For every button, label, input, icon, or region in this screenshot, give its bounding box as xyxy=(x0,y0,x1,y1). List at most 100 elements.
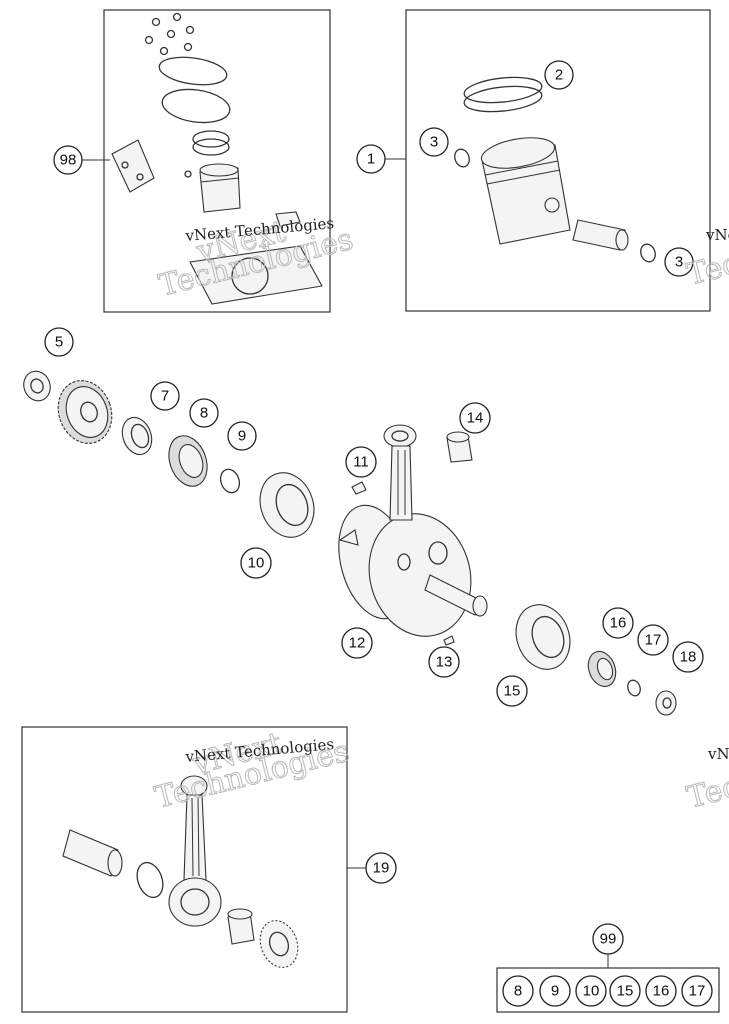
svg-text:8: 8 xyxy=(514,983,522,1000)
callout-8[interactable]: 8 xyxy=(189,398,219,428)
svg-text:vNe: vNe xyxy=(705,226,729,244)
watermark-bottom: vNext Technologies vNext Technologies xyxy=(151,726,353,817)
svg-text:19: 19 xyxy=(373,860,390,877)
rod-pin xyxy=(62,829,123,877)
callout-98[interactable]: 98 xyxy=(53,145,83,175)
thrust-washer-b xyxy=(259,920,299,968)
svg-text:14: 14 xyxy=(467,410,484,427)
piston-ring-a xyxy=(463,76,543,104)
needle-bearing-14 xyxy=(446,431,473,463)
callout-5[interactable]: 5 xyxy=(44,327,74,357)
svg-text:16: 16 xyxy=(653,983,670,1000)
svg-text:vNe: vNe xyxy=(707,745,729,763)
callout-3-right[interactable]: 3 xyxy=(664,247,694,277)
thrust-washer-a xyxy=(136,861,164,899)
crankshaft-12 xyxy=(338,504,488,637)
kit-99-item-15[interactable]: 15 xyxy=(609,975,641,1007)
svg-text:16: 16 xyxy=(610,615,627,632)
woodruff-key-13 xyxy=(443,635,455,646)
kit-98-box xyxy=(103,9,331,313)
callout-2[interactable]: 2 xyxy=(544,60,574,90)
kit-needle-bearing xyxy=(227,908,255,945)
kit-99-item-9[interactable]: 9 xyxy=(539,975,571,1007)
piston xyxy=(480,137,571,245)
callout-19[interactable]: 19 xyxy=(365,852,397,884)
connecting-rod xyxy=(383,424,417,521)
crank-journal xyxy=(424,574,481,616)
svg-text:12: 12 xyxy=(349,635,366,652)
svg-text:17: 17 xyxy=(689,983,706,1000)
svg-text:10: 10 xyxy=(248,555,265,572)
piston-assembly-box xyxy=(405,9,711,312)
svg-text:18: 18 xyxy=(680,649,697,666)
piston-small xyxy=(199,163,241,213)
cover-gasket xyxy=(111,139,155,193)
nut-18 xyxy=(655,690,677,716)
small-part xyxy=(275,211,301,227)
svg-text:15: 15 xyxy=(504,683,521,700)
kit-99-item-17[interactable]: 17 xyxy=(681,975,713,1007)
piston-pin-clip-b xyxy=(640,243,656,263)
svg-text:3: 3 xyxy=(430,134,438,151)
svg-text:17: 17 xyxy=(645,632,662,649)
callout-16[interactable]: 16 xyxy=(602,607,634,639)
callout-10[interactable]: 10 xyxy=(240,547,272,579)
svg-text:13: 13 xyxy=(436,654,453,671)
svg-text:2: 2 xyxy=(555,67,563,84)
circlip-9 xyxy=(219,468,241,494)
callout-15[interactable]: 15 xyxy=(496,675,528,707)
svg-text:10: 10 xyxy=(583,983,600,1000)
small-seals xyxy=(144,12,195,56)
callout-9[interactable]: 9 xyxy=(227,421,257,451)
circlip-17 xyxy=(627,679,641,697)
gear-nut xyxy=(23,370,51,402)
kit-99-item-16[interactable]: 16 xyxy=(645,975,677,1007)
cylinder-base-gasket xyxy=(189,245,323,305)
svg-text:Tec: Tec xyxy=(683,769,729,816)
svg-text:3: 3 xyxy=(675,254,683,271)
svg-text:7: 7 xyxy=(161,388,169,405)
piston-ring-small-a xyxy=(192,130,230,148)
base-gasket-ring xyxy=(161,88,231,124)
callout-14[interactable]: 14 xyxy=(459,402,491,434)
svg-text:1: 1 xyxy=(367,151,375,168)
callout-18[interactable]: 18 xyxy=(672,641,704,673)
piston-ring-b xyxy=(463,85,543,113)
main-bearing-15 xyxy=(515,604,571,670)
svg-text:5: 5 xyxy=(55,334,63,351)
svg-text:15: 15 xyxy=(617,983,634,1000)
callout-7[interactable]: 7 xyxy=(150,381,180,411)
primary-gear xyxy=(57,380,113,444)
callout-3-left[interactable]: 3 xyxy=(419,127,449,157)
callout-12[interactable]: 12 xyxy=(341,627,373,659)
svg-text:98: 98 xyxy=(60,152,77,169)
svg-text:11: 11 xyxy=(353,454,369,471)
svg-text:8: 8 xyxy=(200,405,208,422)
head-gasket-ring xyxy=(158,56,228,86)
kit-connecting-rod xyxy=(168,775,222,927)
kit-99-item-8[interactable]: 8 xyxy=(502,975,534,1007)
piston-pin-clip-a xyxy=(454,148,470,168)
kit-99-box: 8 9 10 15 16 17 xyxy=(496,967,720,1013)
svg-text:9: 9 xyxy=(238,428,246,445)
callout-17[interactable]: 17 xyxy=(637,624,669,656)
piston-ring-small-b xyxy=(192,138,230,156)
callout-99[interactable]: 99 xyxy=(592,923,624,955)
kit-99-item-10[interactable]: 10 xyxy=(575,975,607,1007)
shaft-seal-8 xyxy=(168,435,208,487)
svg-text:9: 9 xyxy=(551,983,559,1000)
main-bearing-10 xyxy=(259,472,315,538)
watermark-edge-top: vNe Tec xyxy=(683,226,729,293)
shaft-seal-16 xyxy=(587,650,617,688)
circlip-small xyxy=(184,170,192,178)
woodruff-key-11 xyxy=(351,481,367,495)
conrod-kit-box xyxy=(21,726,348,1013)
callout-13[interactable]: 13 xyxy=(428,646,460,678)
piston-pin xyxy=(572,219,629,251)
watermark-edge-bottom: vNe Tec xyxy=(683,745,729,816)
callout-11[interactable]: 11 xyxy=(345,446,377,478)
callout-1[interactable]: 1 xyxy=(356,144,386,174)
bearing-7 xyxy=(121,416,153,456)
svg-text:99: 99 xyxy=(600,931,617,948)
